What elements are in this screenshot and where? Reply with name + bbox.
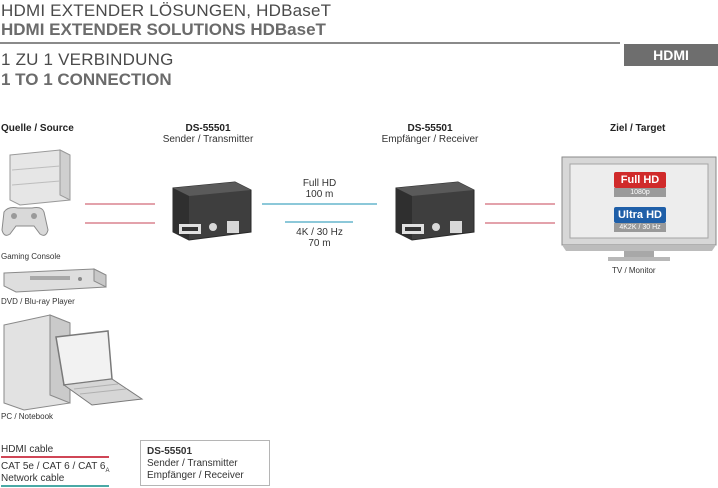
legend-network-cable-type-sub: A <box>105 468 110 474</box>
fullhd-spec-label: Full HD <box>302 178 337 189</box>
receiver-model: DS-55501 <box>407 123 453 134</box>
gaming-console-label: Gaming Console <box>1 252 61 261</box>
hdmi-line-source-upper <box>85 203 155 205</box>
legend-network-cable-swatch <box>1 485 109 487</box>
fullhd-spec: Full HD 100 m <box>262 178 377 200</box>
4k-spec-distance: 70 m <box>308 238 331 249</box>
fullhd-tv-badge: Full HD 1080p <box>614 172 666 198</box>
dvd-player-icon <box>3 268 107 293</box>
legend-hdmi-cable-label: HDMI cable <box>1 444 54 455</box>
fullhd-tv-badge-sub: 1080p <box>614 188 666 197</box>
hdmi-line-source-lower <box>85 222 155 224</box>
hdmi-badge: HDMI <box>624 44 718 66</box>
network-line-lower <box>285 221 353 223</box>
product-info-box: DS-55501 Sender / Transmitter Empfänger … <box>140 440 270 486</box>
sender-model: DS-55501 <box>185 123 231 134</box>
legend-hdmi-cable-swatch <box>1 456 109 458</box>
receiver-role: Empfänger / Receiver <box>381 134 479 145</box>
product-box-model: DS-55501 <box>147 446 193 457</box>
header-rule <box>0 42 620 44</box>
receiver-heading: DS-55501 Empfänger / Receiver <box>370 123 490 145</box>
hdmi-line-target-upper <box>485 203 555 205</box>
hdmi-line-target-lower <box>485 222 555 224</box>
receiver-device-icon <box>395 181 475 241</box>
fullhd-tv-badge-label: Full HD <box>614 172 666 188</box>
product-box-line2: Empfänger / Receiver <box>147 470 244 481</box>
title-german: HDMI EXTENDER LÖSUNGEN, HDBaseT <box>1 1 332 20</box>
target-heading: Ziel / Target <box>610 123 666 134</box>
ultrahd-tv-badge: Ultra HD 4K2K / 30 Hz <box>614 207 666 233</box>
network-line-upper <box>262 203 377 205</box>
fullhd-spec-distance: 100 m <box>305 189 334 200</box>
ultrahd-tv-badge-label: Ultra HD <box>614 207 666 223</box>
legend-network-cable-label: Network cable <box>1 473 65 484</box>
legend-network-cable-type: CAT 5e / CAT 6 / CAT 6A <box>1 461 110 474</box>
sender-role: Sender / Transmitter <box>162 134 254 145</box>
4k-spec-label: 4K / 30 Hz <box>296 227 343 238</box>
transmitter-device-icon <box>172 181 252 241</box>
gaming-console-icon <box>1 149 71 236</box>
pc-notebook-icon <box>3 314 144 411</box>
tv-monitor-label: TV / Monitor <box>612 266 656 275</box>
ultrahd-tv-badge-sub: 4K2K / 30 Hz <box>614 223 666 232</box>
product-box-line1: Sender / Transmitter <box>147 458 238 469</box>
source-heading: Quelle / Source <box>1 123 74 134</box>
subtitle-german: 1 ZU 1 VERBINDUNG <box>1 50 174 69</box>
sender-heading: DS-55501 Sender / Transmitter <box>148 123 268 145</box>
dvd-player-label: DVD / Blu-ray Player <box>1 297 75 306</box>
title-english: HDMI EXTENDER SOLUTIONS HDBaseT <box>1 20 326 39</box>
subtitle-english: 1 TO 1 CONNECTION <box>1 70 172 89</box>
legend-network-cable-type-text: CAT 5e / CAT 6 / CAT 6 <box>1 461 106 472</box>
pc-notebook-label: PC / Notebook <box>1 412 54 421</box>
4k-spec: 4K / 30 Hz 70 m <box>262 227 377 249</box>
